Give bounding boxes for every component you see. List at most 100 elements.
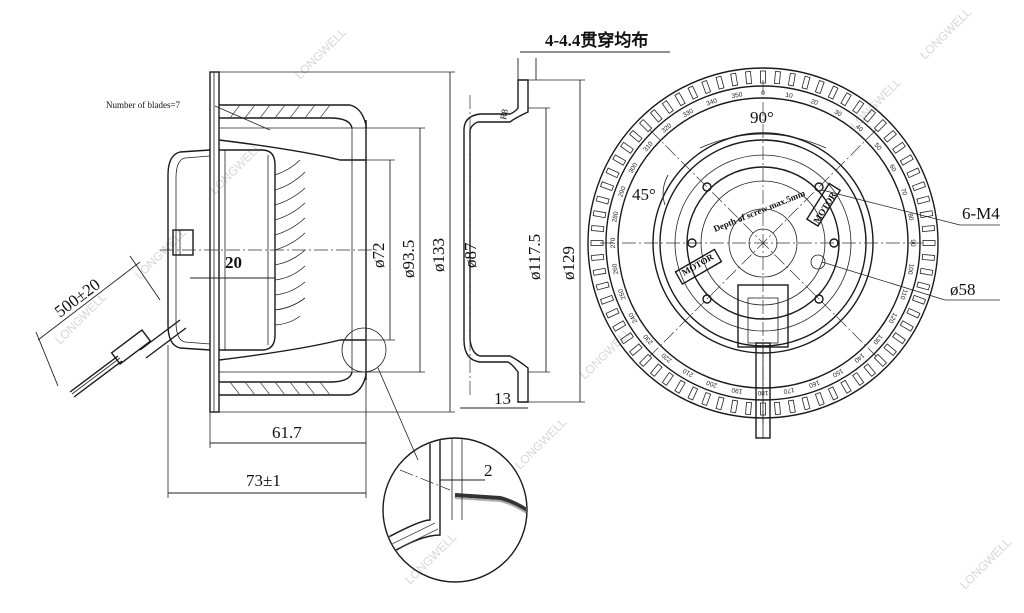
dial-slot bbox=[774, 71, 781, 85]
watermark: LONGWELL bbox=[847, 75, 904, 132]
dial-slot bbox=[911, 294, 926, 305]
dial-slot bbox=[883, 343, 897, 357]
dial-label: 200 bbox=[705, 378, 718, 388]
dial-slot bbox=[605, 307, 620, 319]
dial-slot bbox=[629, 129, 643, 143]
dial-slot bbox=[639, 353, 653, 367]
dial-slot bbox=[612, 154, 627, 166]
dial-label: 60 bbox=[888, 163, 898, 173]
dial-slot bbox=[701, 80, 712, 95]
dial-slot bbox=[899, 154, 914, 166]
dim-d117: ø117.5 bbox=[525, 234, 544, 280]
dial-slot bbox=[921, 254, 935, 261]
dial-label: 330 bbox=[682, 108, 695, 120]
dial-slot bbox=[687, 85, 699, 100]
dial-slot bbox=[629, 343, 643, 357]
dial-slot bbox=[852, 100, 865, 114]
dial-label: 290 bbox=[617, 185, 627, 198]
dial-label: 10 bbox=[785, 92, 794, 100]
dial-label: 250 bbox=[617, 287, 627, 300]
dial-label: 30 bbox=[833, 109, 843, 119]
dial-label: 350 bbox=[731, 91, 743, 100]
dial-label: 120 bbox=[887, 311, 899, 324]
dial-slot bbox=[730, 399, 739, 414]
dial-slot bbox=[661, 372, 674, 386]
dial-slot bbox=[649, 363, 663, 377]
dial-slot bbox=[715, 396, 725, 411]
dial-slot bbox=[863, 109, 877, 123]
dim-13: 13 bbox=[494, 389, 511, 408]
watermark: LONGWELL bbox=[292, 25, 349, 82]
dial-slot bbox=[787, 399, 796, 414]
dial-label: 160 bbox=[807, 378, 820, 388]
dial-label: 130 bbox=[871, 333, 884, 346]
side-view: 500±20 Number of blades=7 20 ø72 ø93.5 ø… bbox=[35, 71, 455, 498]
watermark: LONGWELL bbox=[917, 5, 974, 62]
dial-label: 240 bbox=[628, 311, 640, 324]
dial-label: 190 bbox=[731, 386, 743, 395]
dial-slot bbox=[863, 363, 877, 377]
dial-slot bbox=[591, 225, 605, 232]
dial-slot bbox=[840, 379, 852, 394]
dial-slot bbox=[801, 75, 811, 90]
hub-width-label: 20 bbox=[225, 253, 242, 272]
dial-label: 280 bbox=[611, 211, 620, 223]
dial-slot bbox=[873, 353, 887, 367]
dial-slot bbox=[921, 225, 935, 232]
dial-slot bbox=[595, 281, 610, 291]
dial-label: 210 bbox=[681, 367, 694, 379]
dim-d133: ø133 bbox=[429, 238, 448, 272]
thread-note: 6-M4 bbox=[962, 204, 1000, 223]
dial-slot bbox=[674, 92, 686, 107]
dial-label: 80 bbox=[906, 213, 914, 222]
dial-slot bbox=[661, 100, 674, 114]
dim-73: 73±1 bbox=[246, 471, 281, 490]
watermark: LONGWELL bbox=[957, 535, 1014, 592]
dim-d93: ø93.5 bbox=[399, 240, 418, 278]
motor-label-left: MOTOR bbox=[680, 251, 716, 277]
dial-slot bbox=[745, 401, 752, 415]
dial-label: 110 bbox=[898, 288, 908, 300]
watermark: LONGWELL bbox=[207, 140, 264, 197]
dial-slot bbox=[612, 320, 627, 332]
dial-slot bbox=[674, 379, 686, 394]
dial-slot bbox=[899, 320, 914, 332]
dial-label: 40 bbox=[854, 123, 864, 133]
inlet-flange bbox=[209, 71, 220, 413]
dial-slot bbox=[827, 85, 839, 100]
dial-slot bbox=[814, 391, 825, 406]
dial-label: 20 bbox=[810, 98, 820, 107]
watermark-layer: LONGWELL LONGWELL LONGWELL LONGWELL LONG… bbox=[52, 5, 1014, 592]
dial-slot bbox=[620, 332, 634, 345]
dial-slot bbox=[701, 391, 712, 406]
dial-slot bbox=[922, 240, 936, 246]
angle-45: 45° bbox=[632, 185, 656, 204]
dim-61-7: 61.7 bbox=[272, 423, 302, 442]
dim-d129: ø129 bbox=[559, 246, 578, 280]
dial-label: 340 bbox=[706, 97, 719, 107]
dial-slot bbox=[591, 254, 605, 261]
dial-slot bbox=[892, 141, 906, 154]
dim-d72: ø72 bbox=[369, 243, 388, 269]
dial-slot bbox=[852, 372, 865, 386]
dial-slot bbox=[687, 386, 699, 401]
dial-slot bbox=[916, 195, 931, 205]
dial-slot bbox=[787, 72, 796, 87]
dial-slot bbox=[592, 267, 607, 276]
watermark: LONGWELL bbox=[132, 225, 189, 282]
dial-slot bbox=[605, 167, 620, 179]
dial-label: 260 bbox=[611, 263, 620, 275]
watermark: LONGWELL bbox=[512, 415, 569, 472]
dial-slot bbox=[892, 332, 906, 345]
blades-note: Number of blades=7 bbox=[106, 100, 181, 110]
motor-label-right: MOTOR bbox=[811, 190, 838, 225]
dim-d87: ø87 bbox=[461, 242, 480, 268]
dial-slot bbox=[592, 210, 607, 219]
dial-label: 320 bbox=[660, 122, 673, 135]
dial-slot bbox=[827, 386, 839, 401]
dial-slot bbox=[873, 119, 887, 133]
dial-slot bbox=[620, 141, 634, 154]
watermark: LONGWELL bbox=[577, 325, 634, 382]
dial-slot bbox=[916, 281, 931, 291]
